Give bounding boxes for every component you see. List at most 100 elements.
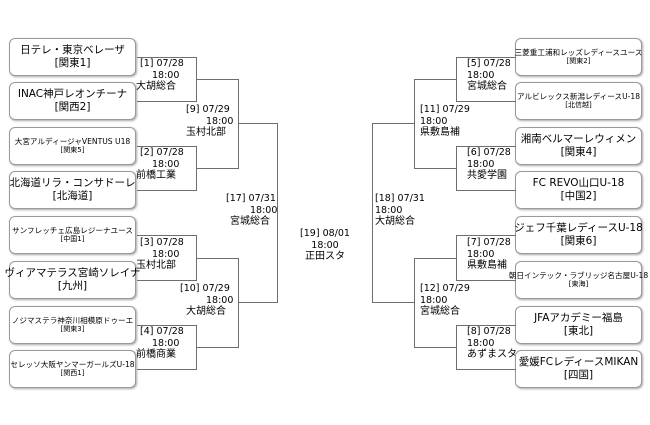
team-region: [関東4] [560,146,597,158]
match-number: [19] 08/01 [300,228,350,239]
match-time: 18:00 [311,239,339,251]
team-region: [北信越] [565,101,592,110]
match-19-info: [19] 08/01 18:00 正田スタ [300,228,350,263]
bracket-line [456,235,516,236]
match-time: 18:00 [152,69,180,81]
match-number: [9] 07/29 [186,104,230,115]
match-venue: 共愛学園 [467,170,507,181]
match-time: 18:00 [206,294,234,306]
bracket-line [238,79,239,169]
team-region: [四国] [563,369,594,381]
match-number: [8] 07/28 [467,326,511,337]
bracket-line [137,146,197,147]
team-right-6: 朝日インテック・ラブリッジ名古屋U-18 [東海] [509,261,648,299]
team-name: FC REVO山口U-18 [532,176,625,189]
bracket-line [238,123,278,124]
match-6-info: [6] 07/28 18:00 共愛学園 [467,147,511,182]
bracket-line [196,168,239,169]
bracket-line [238,302,278,303]
bracket-line [456,101,516,102]
match-2-info: [2] 07/28 18:00 前橋工業 [136,147,184,182]
team-left-5: サンフレッチェ広島レジーナユース [中国1] [9,216,136,254]
team-right-7: JFAアカデミー福島 [東北] [515,306,642,344]
team-name: INAC神戸レオンチーナ [17,87,128,100]
match-venue: 大胡総合 [186,306,226,317]
bracket-line [196,258,239,259]
bracket-line [238,258,239,348]
match-venue: 宮城総合 [230,216,270,227]
match-venue: あずまスタ [467,349,517,360]
match-17-info: [17] 07/31 18:00 宮城総合 [226,193,277,228]
team-left-4: 北海道リラ・コンサドーレ [北海道] [9,171,136,209]
match-number: [12] 07/29 [420,283,470,294]
bracket-line [456,325,516,326]
match-venue: 玉村北部 [136,260,176,271]
team-name: 湘南ベルマーレウィメン [520,132,637,145]
match-venue: 宮城総合 [420,306,460,317]
team-right-2: アルビレックス新潟レディースU-18 [北信越] [515,82,642,120]
match-8-info: [8] 07/28 18:00 あずまスタ [467,326,517,361]
match-number: [11] 07/29 [420,104,470,115]
team-name: セレッソ大阪ヤンマーガールズU-18 [10,359,135,369]
match-time: 18:00 [467,158,495,170]
team-right-8: 愛媛FCレディースMIKAN [四国] [515,350,642,388]
team-name: サンフレッチェ広島レジーナユース [12,225,133,235]
team-name: 日テレ・東京ベレーザ [20,43,125,56]
match-5-info: [5] 07/28 18:00 宮城総合 [467,58,511,93]
team-name: 大宮アルディージャVENTUS U18 [14,136,131,146]
match-venue: 県敷島補 [420,127,460,138]
bracket-line [277,123,278,303]
bracket-line [456,369,516,370]
team-region: [関東3] [60,325,85,334]
team-left-6: ヴィアマテラス宮崎ソレイナ [九州] [4,261,141,299]
team-name: ジェフ千葉レディースU-18 [514,221,643,234]
match-number: [1] 07/28 [140,58,184,69]
match-time: 18:00 [206,115,234,127]
bracket-line [372,123,373,303]
bracket-line [137,190,197,191]
bracket-line [456,280,516,281]
match-time: 18:00 [152,158,180,170]
team-region: [東北] [563,325,594,337]
match-number: [17] 07/31 [226,193,276,204]
match-number: [18] 07/31 [375,193,425,204]
bracket-line [137,101,197,102]
match-time: 18:00 [375,204,403,216]
team-right-3: 湘南ベルマーレウィメン [関東4] [515,127,642,165]
match-4-info: [4] 07/28 18:00 前橋商業 [136,326,184,361]
match-time: 18:00 [420,115,448,127]
match-venue: 大胡総合 [136,81,176,92]
match-time: 18:00 [152,337,180,349]
match-venue: 宮城総合 [467,81,507,92]
match-time: 18:00 [250,204,278,216]
bracket-line [137,57,197,58]
bracket-line [456,146,516,147]
bracket-line [137,235,197,236]
team-region: [関西1] [60,369,85,378]
match-time: 18:00 [152,248,180,260]
team-region: [関東1] [54,57,91,69]
match-time: 18:00 [467,69,495,81]
match-number: [7] 07/28 [467,237,511,248]
team-name: 北海道リラ・コンサドーレ [9,176,136,189]
team-name: ノジマステラ神奈川相模原ドゥーエ [11,315,134,325]
team-left-8: セレッソ大阪ヤンマーガールズU-18 [関西1] [9,350,136,388]
match-venue: 前橋工業 [136,170,176,181]
team-region: [関東2] [566,57,591,66]
bracket-line [196,347,239,348]
bracket-line [414,79,457,80]
bracket-line [372,302,415,303]
match-number: [6] 07/28 [467,147,511,158]
team-region: [中国2] [560,190,597,202]
bracket-line [137,369,197,370]
match-12-info: [12] 07/29 18:00 宮城総合 [420,283,470,318]
bracket-line [196,79,239,80]
team-region: [関東5] [60,146,85,155]
bracket-line [414,258,457,259]
match-venue: 前橋商業 [136,349,176,360]
team-name: アルビレックス新潟レディースU-18 [516,91,641,101]
match-7-info: [7] 07/28 18:00 県敷島補 [467,237,511,272]
team-region: [関西2] [54,101,91,113]
team-left-3: 大宮アルディージャVENTUS U18 [関東5] [9,127,136,165]
bracket-line [456,190,516,191]
